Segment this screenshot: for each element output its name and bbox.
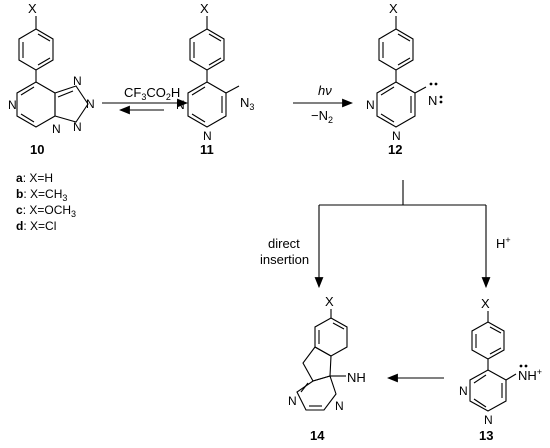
reagent-cf3co2h: CF3CO2H — [124, 85, 180, 102]
reagent-light: hν — [318, 83, 332, 98]
compound-12-number: 12 — [388, 142, 402, 157]
compound-14-n2: N — [335, 399, 344, 413]
substituent-list: a: X=H b: X=CH3 c: X=OCH3 d: X=Cl — [16, 171, 76, 233]
compound-13-nh: NH+ — [518, 367, 542, 383]
photolysis-arrow: hν −N2 — [293, 83, 354, 125]
compound-12-n2: N — [392, 129, 401, 143]
compound-10-n3: N — [73, 74, 82, 88]
compound-14-x: X — [325, 294, 334, 309]
compound-13: X NH+ N N 13 — [459, 296, 542, 443]
compound-13-x: X — [481, 296, 490, 311]
equilibrium-arrows: CF3CO2H — [102, 85, 189, 115]
compound-11-n2: N — [203, 129, 212, 143]
reagent-loss-n2: −N2 — [311, 108, 333, 125]
compound-10-number: 10 — [30, 142, 44, 157]
compound-10-x: X — [28, 1, 37, 16]
compound-11-x: X — [200, 1, 209, 16]
compound-10-n4: N — [86, 97, 95, 111]
compound-13-n1: N — [459, 384, 468, 398]
compound-11-azide: N3 — [240, 95, 254, 112]
substituent-c: c: X=OCH3 — [16, 203, 76, 219]
compound-10-n5: N — [73, 120, 82, 134]
compound-10-n2: N — [52, 122, 61, 136]
compound-13-n2: N — [484, 413, 493, 427]
compound-10: X N N N N N 10 — [8, 1, 95, 157]
compound-14: X NH N N 14 — [288, 294, 366, 443]
compound-11-n1: N — [176, 98, 185, 112]
compound-12-nitrene: N — [428, 93, 437, 108]
compound-10-n1: N — [8, 98, 17, 112]
substituent-a: a: X=H — [16, 171, 53, 185]
compound-12: X N N N 12 — [366, 1, 443, 157]
label-insertion: insertion — [260, 252, 309, 267]
label-proton: H+ — [496, 235, 511, 251]
compound-12-n1: N — [366, 98, 375, 112]
branch-arrows: direct insertion H+ — [260, 180, 511, 289]
compound-12-x: X — [389, 1, 398, 16]
compound-14-nh: NH — [347, 370, 366, 385]
substituent-b: b: X=CH3 — [16, 187, 67, 203]
compound-14-number: 14 — [310, 428, 325, 443]
compound-13-number: 13 — [479, 428, 493, 443]
compound-11-number: 11 — [200, 142, 214, 157]
compound-11: X N3 N N 11 — [176, 1, 254, 157]
compound-14-n1: N — [288, 394, 297, 408]
substituent-d: d: X=Cl — [16, 219, 56, 233]
label-direct: direct — [268, 236, 300, 251]
